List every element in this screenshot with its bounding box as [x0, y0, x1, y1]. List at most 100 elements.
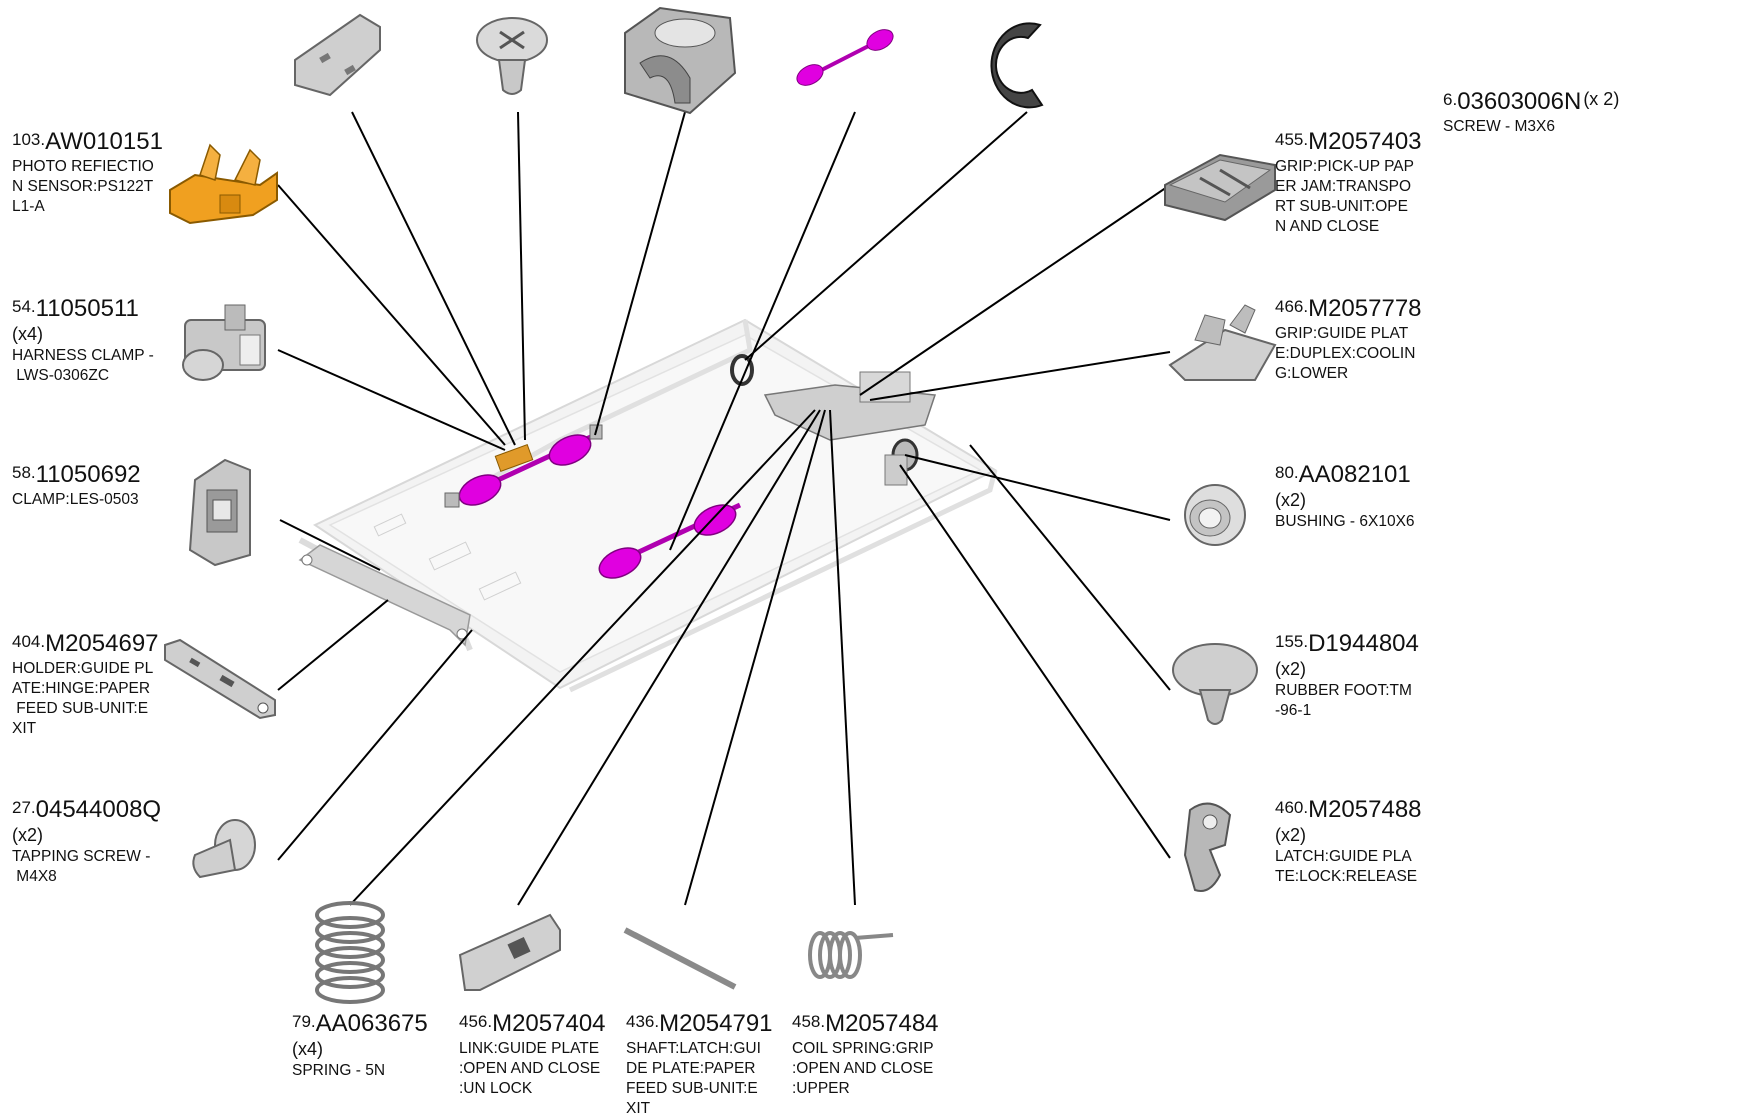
desc-line: XIT	[12, 720, 37, 737]
part-code: AA063675	[315, 1010, 428, 1037]
part-number: 436.M2054791	[626, 1012, 773, 1036]
part-grip-pickup	[1164, 153, 1276, 222]
leader-line	[969, 444, 1171, 691]
part-number: 404.M2054697	[12, 632, 159, 656]
desc-line: :OPEN AND CLOSE	[459, 1060, 601, 1077]
part-code: M2057488	[1308, 796, 1422, 823]
lower-roller-left	[598, 547, 642, 579]
desc-line: FEED SUB-UNIT:E	[626, 1080, 758, 1097]
callout-458: 458.M2057484 COIL SPRING:GRIP:OPEN AND C…	[792, 1012, 939, 1099]
leader-line	[277, 629, 473, 861]
leader-line	[517, 111, 526, 441]
part-code: M2057404	[492, 1010, 606, 1037]
leader-line	[277, 599, 389, 691]
callout-index: 79.	[292, 1012, 316, 1031]
leader-line	[829, 409, 856, 906]
part-roller-shaft	[796, 29, 894, 86]
desc-line: HARNESS CLAMP -	[12, 347, 154, 364]
part-grip-guide	[1168, 304, 1277, 381]
part-number: 155.D1944804	[1275, 632, 1419, 656]
callout-456: 456.M2057404 LINK:GUIDE PLATE:OPEN AND C…	[459, 1012, 606, 1099]
desc-line: FEED SUB-UNIT:E	[12, 700, 149, 717]
callout-index: 460.	[1275, 798, 1309, 817]
quantity: (x2)	[1275, 659, 1306, 679]
quantity: (x2)	[12, 825, 43, 845]
part-number: 103.AW010151	[12, 130, 163, 154]
desc-line: :OPEN AND CLOSE	[792, 1060, 934, 1077]
desc-line: N SENSOR:PS122T	[12, 178, 154, 195]
part-number: 6.03603006N(x 2)	[1443, 90, 1619, 114]
hinge-hole	[301, 554, 313, 566]
part-number: 27.04544008Q	[12, 798, 161, 822]
part-description: TAPPING SCREW - M4X8	[12, 847, 161, 887]
part-code: AW010151	[45, 128, 163, 155]
part-harness-clamp	[182, 304, 266, 381]
quantity: (x 2)	[1583, 89, 1620, 109]
desc-line: :UPPER	[792, 1080, 850, 1097]
quantity: (x2)	[1275, 825, 1306, 845]
part-description: SPRING - 5N	[292, 1061, 428, 1081]
callout-index: 58.	[12, 463, 36, 482]
part-tapping-screw	[192, 819, 256, 879]
callout-index: 404.	[12, 632, 46, 651]
desc-line: ATE:HINGE:PAPER	[12, 680, 151, 697]
part-code: D1944804	[1308, 630, 1419, 657]
leader-line	[744, 111, 1028, 361]
callout-index: 455.	[1275, 130, 1309, 149]
part-guide-holder	[164, 638, 276, 720]
leader-line	[669, 111, 856, 551]
callout-6: 6.03603006N(x 2) SCREW - M3X6	[1443, 90, 1619, 137]
desc-line: M4X8	[12, 868, 57, 885]
callout-index: 6.	[1443, 90, 1458, 109]
leader-line	[899, 464, 1171, 859]
desc-line: ER JAM:TRANSPO	[1275, 178, 1412, 195]
callout-index: 458.	[792, 1012, 826, 1031]
part-number: 58.11050692	[12, 463, 141, 487]
sensor-mounted	[494, 444, 534, 472]
part-code: M2054697	[45, 630, 159, 657]
part-description: COIL SPRING:GRIP:OPEN AND CLOSE:UPPER	[792, 1039, 939, 1099]
part-description: HARNESS CLAMP - LWS-0306ZC	[12, 346, 154, 386]
leader-line	[869, 351, 1171, 401]
desc-line: LATCH:GUIDE PLA	[1275, 848, 1412, 865]
part-description: SCREW - M3X6	[1443, 117, 1619, 137]
callout-index: 436.	[626, 1012, 660, 1031]
part-code: M2057403	[1308, 128, 1422, 155]
upper-roller-left	[458, 474, 502, 506]
part-number: 456.M2057404	[459, 1012, 606, 1036]
part-code: 11050692	[35, 461, 141, 488]
desc-line: SPRING - 5N	[292, 1062, 386, 1079]
desc-line: RUBBER FOOT:TM	[1275, 682, 1412, 699]
desc-line: L1-A	[12, 198, 45, 215]
desc-line: LWS-0306ZC	[12, 367, 110, 384]
part-code: M2057484	[825, 1010, 939, 1037]
frame-slot	[478, 571, 522, 601]
desc-line: :UN LOCK	[459, 1080, 533, 1097]
part-coil-spring	[808, 931, 894, 979]
hinge-hole	[456, 628, 468, 640]
quantity: (x4)	[12, 324, 43, 344]
callout-index: 27.	[12, 798, 36, 817]
part-description: CLAMP:LES-0503	[12, 490, 141, 510]
desc-line: G:LOWER	[1275, 365, 1349, 382]
callout-index: 155.	[1275, 632, 1309, 651]
desc-line: BUSHING - 6X10X6	[1275, 513, 1415, 530]
part-description: LINK:GUIDE PLATE:OPEN AND CLOSE:UN LOCK	[459, 1039, 606, 1099]
desc-line: RT SUB-UNIT:OPE	[1275, 198, 1408, 215]
callout-79: 79.AA063675 (x4) SPRING - 5N	[292, 1012, 428, 1081]
leader-line	[277, 184, 506, 446]
desc-line: CLAMP:LES-0503	[12, 491, 139, 508]
main-assembly	[298, 318, 998, 693]
callout-27: 27.04544008Q (x2) TAPPING SCREW - M4X8	[12, 798, 161, 887]
